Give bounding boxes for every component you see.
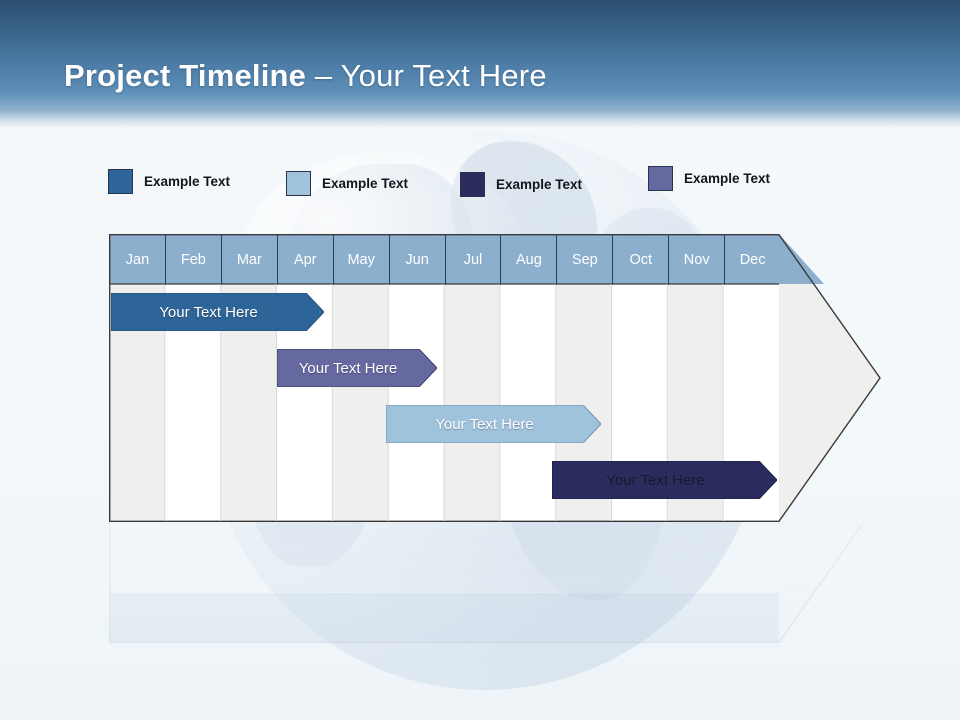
legend-swatch-icon [460, 172, 485, 197]
legend-item-3[interactable]: Example Text [460, 172, 582, 197]
legend-item-4[interactable]: Example Text [648, 166, 770, 191]
task-bar-3-shape [386, 405, 601, 443]
reflection-shape [109, 523, 864, 643]
legend-item-label: Example Text [322, 176, 409, 191]
month-cell-jun[interactable]: Jun [390, 235, 446, 285]
task-bar-4-shape [552, 461, 777, 499]
month-cell-mar[interactable]: Mar [222, 235, 278, 285]
legend-item-label: Example Text [144, 174, 231, 189]
legend-item-2[interactable]: Example Text [286, 171, 408, 196]
page-title-strong: Project Timeline [64, 58, 307, 93]
task-bar-2[interactable]: Your Text Here [277, 349, 437, 387]
month-cell-sep[interactable]: Sep [557, 235, 614, 285]
timeline-outline [109, 234, 881, 522]
month-header-row: Jan Feb Mar Apr May Jun Jul Aug Sep Oct … [110, 235, 780, 285]
legend-item-1[interactable]: Example Text [108, 169, 230, 194]
month-cell-apr[interactable]: Apr [278, 235, 334, 285]
title-banner: Project Timeline – Your Text Here [0, 0, 960, 128]
legend-swatch-icon [286, 171, 311, 196]
page-title-light: Your Text Here [340, 58, 547, 93]
legend-swatch-icon [648, 166, 673, 191]
task-bar-1[interactable]: Your Text Here [111, 293, 324, 331]
chart-reflection-inner [109, 523, 881, 643]
chart-reflection [109, 523, 881, 643]
page-title-separator: – [306, 58, 341, 93]
legend-swatch-icon [108, 169, 133, 194]
timeline-chart: Jan Feb Mar Apr May Jun Jul Aug Sep Oct … [109, 234, 881, 522]
task-bar-1-shape [111, 293, 324, 331]
legend: Example Text Example Text Example Text E… [0, 166, 960, 198]
month-cell-jan[interactable]: Jan [110, 235, 166, 285]
month-cell-feb[interactable]: Feb [166, 235, 222, 285]
month-cell-oct[interactable]: Oct [613, 235, 670, 285]
month-cell-dec[interactable]: Dec [739, 252, 766, 268]
month-header-arrow-corner [779, 234, 824, 284]
task-bar-2-shape [277, 349, 437, 387]
page-title: Project Timeline – Your Text Here [64, 58, 547, 94]
task-bar-4-label: Your Text Here [606, 471, 705, 489]
month-cell-may[interactable]: May [334, 235, 390, 285]
timeline-arrowhead-fill [779, 234, 881, 522]
task-bar-3[interactable]: Your Text Here [386, 405, 601, 443]
legend-item-label: Example Text [684, 171, 771, 186]
task-bar-3-label: Your Text Here [435, 415, 534, 433]
task-bar-1-label: Your Text Here [159, 303, 258, 321]
month-cell-nov[interactable]: Nov [669, 235, 726, 285]
legend-item-label: Example Text [496, 177, 583, 192]
month-header-band [109, 234, 779, 284]
month-cell-aug[interactable]: Aug [501, 235, 558, 285]
month-cell-jul[interactable]: Jul [446, 235, 502, 285]
task-bar-2-label: Your Text Here [298, 359, 398, 377]
task-bar-4[interactable]: Your Text Here [552, 461, 777, 499]
task-bars: Your Text Here Your Text Here Your Text … [109, 234, 881, 522]
